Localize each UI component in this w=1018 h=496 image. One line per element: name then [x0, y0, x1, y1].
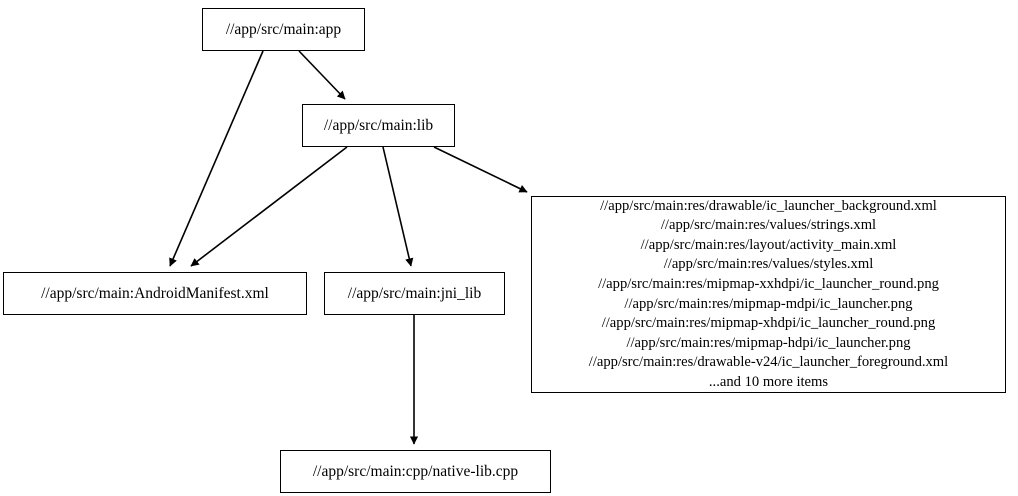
node-android-manifest-label: //app/src/main:AndroidManifest.xml [41, 284, 269, 302]
node-jni-lib[interactable]: //app/src/main:jni_lib [324, 272, 505, 315]
node-resources[interactable]: //app/src/main:res/drawable/ic_launcher_… [531, 196, 1006, 393]
edge-lib-to-jni-lib [382, 146, 414, 267]
node-app[interactable]: //app/src/main:app [202, 8, 365, 51]
edge-lib-to-resources [433, 146, 528, 193]
node-lib[interactable]: //app/src/main:lib [302, 104, 455, 147]
node-jni-lib-label: //app/src/main:jni_lib [347, 284, 482, 302]
edge-lib-to-manifest [190, 146, 348, 267]
node-native-lib-cpp-label: //app/src/main:cpp/native-lib.cpp [312, 462, 519, 480]
node-resources-label: //app/src/main:res/drawable/ic_launcher_… [588, 197, 949, 390]
node-native-lib-cpp[interactable]: //app/src/main:cpp/native-lib.cpp [280, 450, 551, 493]
node-app-label: //app/src/main:app [225, 20, 342, 38]
node-android-manifest[interactable]: //app/src/main:AndroidManifest.xml [3, 272, 307, 315]
edge-app-to-manifest [169, 50, 264, 267]
node-lib-label: //app/src/main:lib [323, 116, 434, 134]
edge-app-to-lib [298, 50, 346, 100]
